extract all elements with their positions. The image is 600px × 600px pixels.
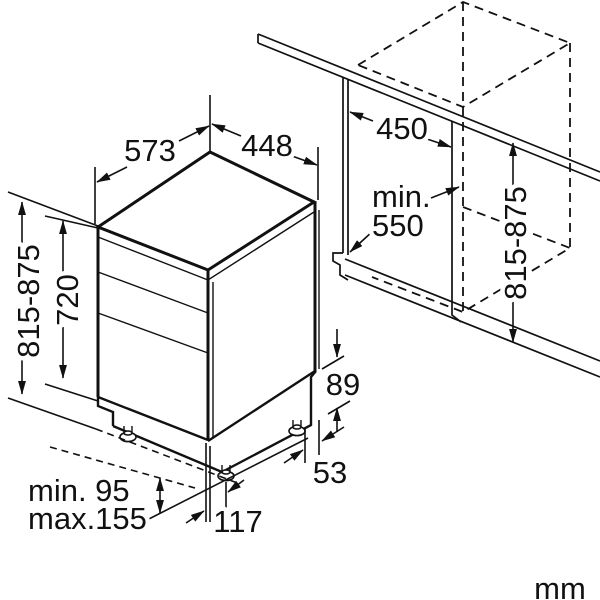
floor-min-dashed-line	[95, 428, 241, 485]
label-front-height-720: 720	[50, 274, 85, 326]
dim-448	[211, 123, 318, 166]
dim-min550	[349, 186, 460, 253]
floor-lines	[344, 258, 600, 378]
ext-720-top	[44, 215, 99, 229]
ext-89-top-tick	[321, 355, 345, 370]
label-min550-value: 550	[372, 208, 424, 243]
ext-front-corner-down	[205, 443, 211, 522]
label-niche-width-450: 450	[376, 111, 428, 146]
front-bottom-edge	[97, 395, 209, 442]
label-width-448: 448	[241, 128, 293, 163]
niche-dashed-outline	[355, 1, 573, 313]
ext-height-bottom	[7, 397, 97, 430]
label-niche-height: 815-875	[498, 186, 533, 300]
dimension-labels: 573 448 450 min. 550 815-875 815-875 720…	[7, 107, 591, 600]
ext-89-bottom-tick	[327, 400, 351, 415]
side-panel-right	[451, 121, 462, 323]
ext-rear-foot	[304, 420, 320, 463]
foot-right	[288, 420, 306, 437]
left-panel-lines	[342, 77, 349, 255]
extension-lines	[7, 95, 351, 523]
label-appliance-height: 815-875	[11, 244, 46, 358]
floor-max-line	[142, 437, 309, 523]
left-panel-base	[332, 252, 349, 281]
ext-height-top	[7, 191, 99, 227]
dimension-arrows	[18, 111, 517, 524]
side-panel-left	[332, 77, 349, 281]
dim-450	[349, 111, 452, 148]
plinth-side-edge	[221, 370, 317, 474]
label-plinth-max-155: max.155	[28, 501, 147, 536]
plinth-left-step	[96, 397, 115, 426]
label-rear-base-89: 89	[326, 367, 360, 402]
label-unit-mm: mm	[534, 571, 586, 600]
countertop	[257, 33, 600, 182]
control-panel-band	[97, 271, 209, 354]
foot-left	[119, 426, 137, 443]
dim-573	[96, 125, 210, 183]
label-min550-word: min.	[372, 179, 431, 214]
plinth-dashed-line	[49, 446, 196, 489]
niche-top-face	[355, 1, 573, 109]
countertop-lines	[257, 33, 600, 182]
label-front-foot-117: 117	[213, 504, 262, 539]
dim-53	[283, 426, 345, 464]
label-depth-573: 573	[124, 133, 176, 168]
side-bottom-edge	[207, 369, 316, 443]
niche-bottom-edges	[371, 206, 573, 313]
dishwasher	[94, 150, 320, 482]
top-face	[94, 150, 318, 272]
label-plinth-min-95: min. 95	[28, 473, 130, 508]
dim-117	[185, 479, 245, 524]
ext-720-bottom	[44, 383, 99, 402]
label-rear-foot-53: 53	[313, 455, 347, 490]
right-panel-line	[451, 121, 462, 323]
floor-double-line	[344, 258, 600, 378]
